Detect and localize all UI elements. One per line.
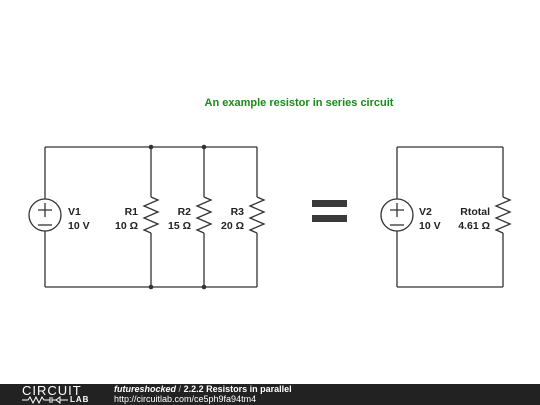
project-url[interactable]: http://circuitlab.com/ce5ph9fa94tm4 — [114, 394, 257, 404]
voltage-source-v1[interactable] — [28, 198, 62, 232]
resistor-r1[interactable] — [142, 196, 160, 234]
parallel-circuit: V1 10 V R1 10 Ω R2 15 Ω R3 20 Ω — [28, 144, 266, 290]
rtotal-name-label: Rtotal — [460, 206, 490, 218]
equivalent-circuit: V2 10 V Rtotal 4.61 Ω — [380, 146, 512, 288]
r2-name-label: R2 — [178, 206, 192, 218]
voltage-source-v2[interactable] — [380, 198, 414, 232]
junction-dot — [148, 284, 154, 290]
footer-bar: CIRCUIT LAB futureshocked / 2.2.2 Resist… — [0, 384, 540, 405]
v2-value-label: 10 V — [419, 220, 441, 232]
project-title[interactable]: 2.2.2 Resistors in parallel — [183, 384, 292, 394]
r3-name-label: R3 — [231, 206, 245, 218]
diagram-title: An example resistor in series circuit — [205, 97, 394, 109]
r3-value-label: 20 Ω — [221, 220, 244, 232]
footer-project-line: futureshocked / 2.2.2 Resistors in paral… — [114, 384, 292, 395]
resistor-r3[interactable] — [248, 196, 266, 234]
junction-dot — [148, 144, 154, 150]
author-link[interactable]: futureshocked — [114, 384, 177, 394]
resistor-r2[interactable] — [195, 196, 213, 234]
path-separator: / — [178, 384, 182, 394]
circuitlab-logo[interactable]: CIRCUIT LAB — [8, 384, 98, 405]
junction-dot — [201, 144, 207, 150]
r1-name-label: R1 — [125, 206, 139, 218]
r1-value-label: 10 Ω — [115, 220, 138, 232]
junction-dot — [201, 284, 207, 290]
v2-name-label: V2 — [419, 206, 432, 218]
equals-sign — [312, 200, 347, 222]
v1-name-label: V1 — [68, 206, 81, 218]
r2-value-label: 15 Ω — [168, 220, 191, 232]
rtotal-value-label: 4.61 Ω — [458, 220, 490, 232]
resistor-rtotal[interactable] — [494, 196, 512, 234]
v1-value-label: 10 V — [68, 220, 90, 232]
logo-wordmark-top: CIRCUIT — [22, 383, 82, 398]
logo-wordmark-bottom: LAB — [70, 395, 90, 404]
logo-circuit-icon — [22, 396, 68, 404]
